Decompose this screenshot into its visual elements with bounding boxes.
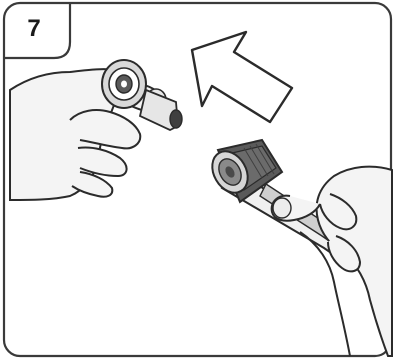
right-hand-icon <box>270 165 393 357</box>
vial-adapter-icon <box>101 59 183 131</box>
step-number-label: 7 <box>27 15 41 42</box>
step-number-tab <box>4 3 72 60</box>
direction-arrow-icon <box>190 30 294 124</box>
